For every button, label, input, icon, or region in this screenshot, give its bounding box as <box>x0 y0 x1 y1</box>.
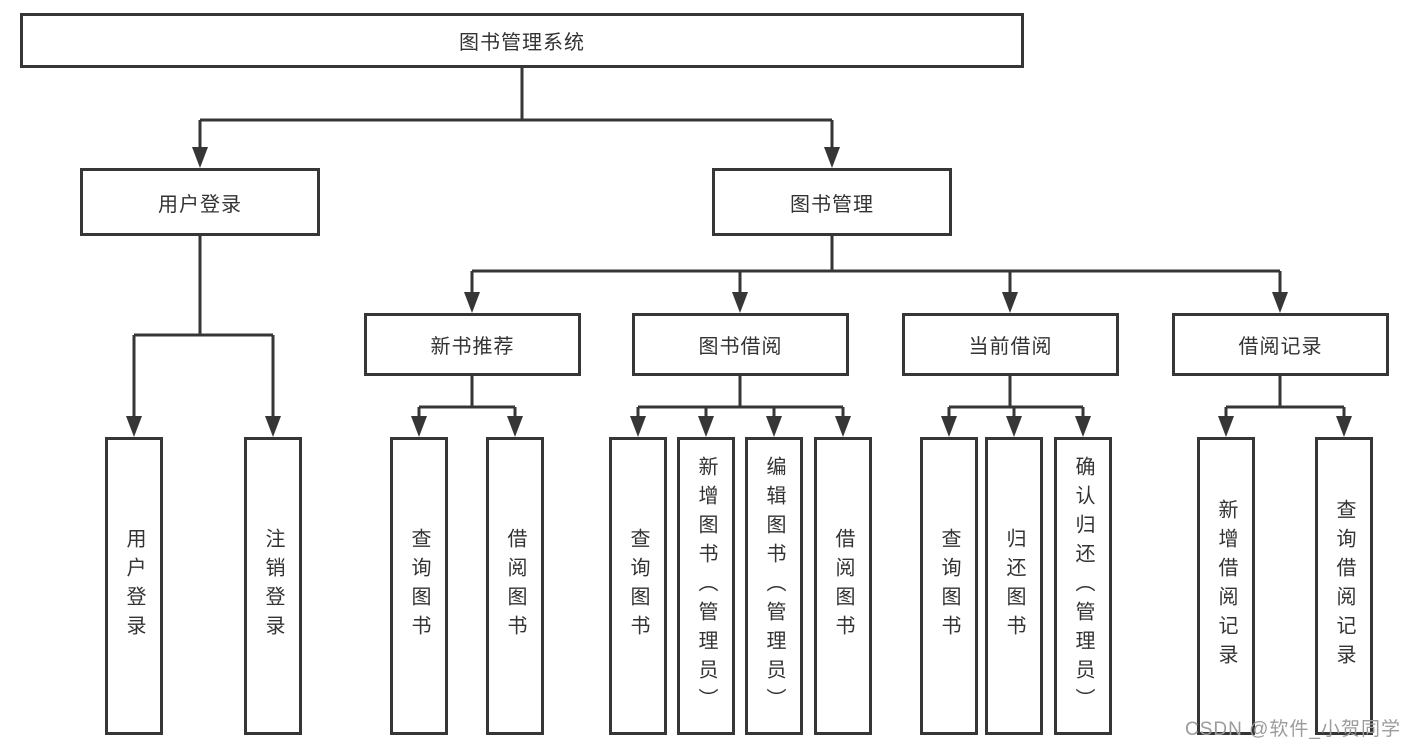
leaf-record-query-record: 查询借阅记录 <box>1315 437 1373 735</box>
arrowhead <box>126 416 142 437</box>
leaf-current-query-book: 查询图书 <box>920 437 978 735</box>
leaf-record-add-record: 新增借阅记录 <box>1197 437 1255 735</box>
arrowhead <box>824 147 840 168</box>
node-user-login: 用户登录 <box>80 168 320 236</box>
node-borrow-record-label: 借阅记录 <box>1238 336 1323 358</box>
arrowhead <box>1006 416 1022 437</box>
arrowhead <box>732 292 748 313</box>
node-new-book-recommend-label: 新书推荐 <box>430 336 515 358</box>
leaf-user-login: 用户登录 <box>105 437 163 735</box>
leaf-newbook-query-book-label: 查询图书 <box>408 528 430 644</box>
arrowhead <box>411 416 427 437</box>
leaf-logout: 注销登录 <box>244 437 302 735</box>
node-new-book-recommend: 新书推荐 <box>364 313 581 376</box>
leaf-borrow-edit-book-admin-label: 编辑图书（管理员） <box>763 455 785 717</box>
node-book-management-label: 图书管理 <box>790 193 874 216</box>
arrowhead <box>1075 416 1091 437</box>
leaf-current-return-book-label: 归还图书 <box>1003 528 1025 644</box>
node-book-borrow-label: 图书借阅 <box>698 336 783 358</box>
arrowhead <box>766 416 782 437</box>
arrowhead <box>507 416 523 437</box>
leaf-current-query-book-label: 查询图书 <box>938 528 960 644</box>
leaf-logout-label: 注销登录 <box>262 528 284 644</box>
node-book-management: 图书管理 <box>712 168 952 236</box>
arrowhead <box>835 416 851 437</box>
arrowhead <box>630 416 646 437</box>
leaf-borrow-query-book-label: 查询图书 <box>627 528 649 644</box>
arrowhead <box>464 292 480 313</box>
leaf-current-return-book: 归还图书 <box>985 437 1043 735</box>
node-root: 图书管理系统 <box>20 13 1024 68</box>
arrowhead <box>941 416 957 437</box>
node-root-label: 图书管理系统 <box>459 32 585 54</box>
arrowhead <box>265 416 281 437</box>
arrowhead <box>1336 416 1352 437</box>
arrowhead <box>698 416 714 437</box>
leaf-current-confirm-return-admin-label: 确认归还（管理员） <box>1072 455 1094 717</box>
leaf-user-login-label: 用户登录 <box>123 528 145 644</box>
leaf-borrow-query-book: 查询图书 <box>609 437 667 735</box>
arrowhead <box>1272 292 1288 313</box>
leaf-borrow-edit-book-admin: 编辑图书（管理员） <box>745 437 803 735</box>
arrowhead <box>1218 416 1234 437</box>
leaf-newbook-borrow-book: 借阅图书 <box>486 437 544 735</box>
leaf-current-confirm-return-admin: 确认归还（管理员） <box>1054 437 1112 735</box>
leaf-newbook-borrow-book-label: 借阅图书 <box>504 528 526 644</box>
leaf-record-add-record-label: 新增借阅记录 <box>1215 499 1237 673</box>
leaf-record-query-record-label: 查询借阅记录 <box>1333 499 1355 673</box>
node-current-borrow: 当前借阅 <box>902 313 1119 376</box>
arrowhead <box>1002 292 1018 313</box>
leaf-borrow-borrow-book: 借阅图书 <box>814 437 872 735</box>
node-book-borrow: 图书借阅 <box>632 313 849 376</box>
node-user-login-label: 用户登录 <box>158 193 242 216</box>
leaf-borrow-add-book-admin-label: 新增图书（管理员） <box>695 455 717 717</box>
node-current-borrow-label: 当前借阅 <box>968 336 1053 358</box>
leaf-borrow-borrow-book-label: 借阅图书 <box>832 528 854 644</box>
leaf-newbook-query-book: 查询图书 <box>390 437 448 735</box>
csdn-watermark: CSDN @软件_小贺同学 <box>1185 719 1401 740</box>
leaf-borrow-add-book-admin: 新增图书（管理员） <box>677 437 735 735</box>
arrowhead <box>192 147 208 168</box>
node-borrow-record: 借阅记录 <box>1172 313 1389 376</box>
